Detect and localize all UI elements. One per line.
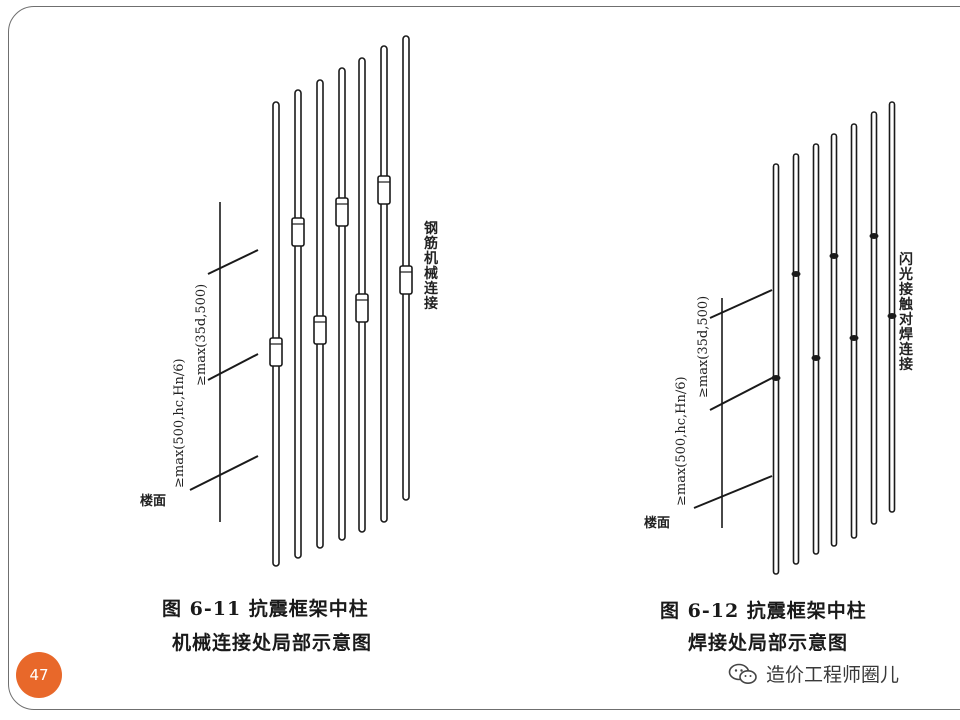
right-dim-inner: ≥max(35d,500) [696, 295, 711, 398]
right-weld-4 [849, 335, 859, 341]
left-tick-0 [207, 249, 259, 275]
left-coupler-2 [313, 315, 327, 345]
right-weld-2 [811, 355, 821, 361]
left-rebar-3 [338, 67, 346, 541]
left-tick-1 [207, 353, 259, 381]
right-caption-line2: 焊接处局部示意图 [688, 632, 849, 654]
right-caption-line1: 图 6-12 抗震框架中柱 [660, 600, 867, 622]
slide-frame [8, 6, 960, 710]
right-tick-0 [709, 289, 773, 319]
left-rebar-5 [380, 45, 388, 523]
right-rebar-1 [792, 153, 800, 565]
left-caption-line1: 图 6-11 抗震框架中柱 [162, 598, 369, 620]
right-rebar-4 [850, 123, 858, 539]
right-weld-3 [829, 253, 839, 259]
right-connection-label: 闪光接触对焊连接 [899, 252, 913, 373]
left-floor-label: 楼面 [140, 494, 167, 509]
page-number-badge: 47 [16, 652, 62, 698]
left-dim-outer: ≥max(500,hc,Hn/6) [172, 358, 187, 488]
left-rebar-0 [272, 101, 280, 567]
right-rebar-5 [870, 111, 878, 525]
right-weld-6 [887, 313, 897, 319]
left-caption-line2: 机械连接处局部示意图 [172, 632, 373, 654]
right-floor-label: 楼面 [644, 516, 671, 531]
right-weld-1 [791, 271, 801, 277]
right-weld-5 [869, 233, 879, 239]
right-tick-1 [709, 377, 773, 411]
left-tick-2 [189, 455, 259, 491]
watermark-text: 造价工程师圈儿 [766, 664, 900, 686]
right-weld-0 [771, 375, 781, 381]
left-dim-inner: ≥max(35d,500) [194, 283, 209, 386]
left-rebar-2 [316, 79, 324, 549]
left-coupler-6 [399, 265, 413, 295]
left-coupler-3 [335, 197, 349, 227]
left-coupler-5 [377, 175, 391, 205]
right-dim-outer: ≥max(500,hc,Hn/6) [674, 376, 689, 506]
left-rebar-1 [294, 89, 302, 559]
wechat-icon [728, 663, 757, 684]
figure-left-drawing [189, 35, 413, 567]
right-rebar-0 [772, 163, 780, 575]
left-coupler-0 [269, 337, 283, 367]
left-connection-label: 钢筋机械连接 [424, 221, 438, 312]
right-rebar-3 [830, 133, 838, 547]
right-rebar-2 [812, 143, 820, 555]
watermark: 造价工程师圈儿 [728, 660, 899, 687]
left-coupler-1 [291, 217, 305, 247]
page-number: 47 [29, 666, 49, 684]
right-tick-2 [693, 475, 773, 509]
right-rebar-6 [888, 101, 896, 513]
figure-right-drawing [693, 101, 897, 575]
left-coupler-4 [355, 293, 369, 323]
